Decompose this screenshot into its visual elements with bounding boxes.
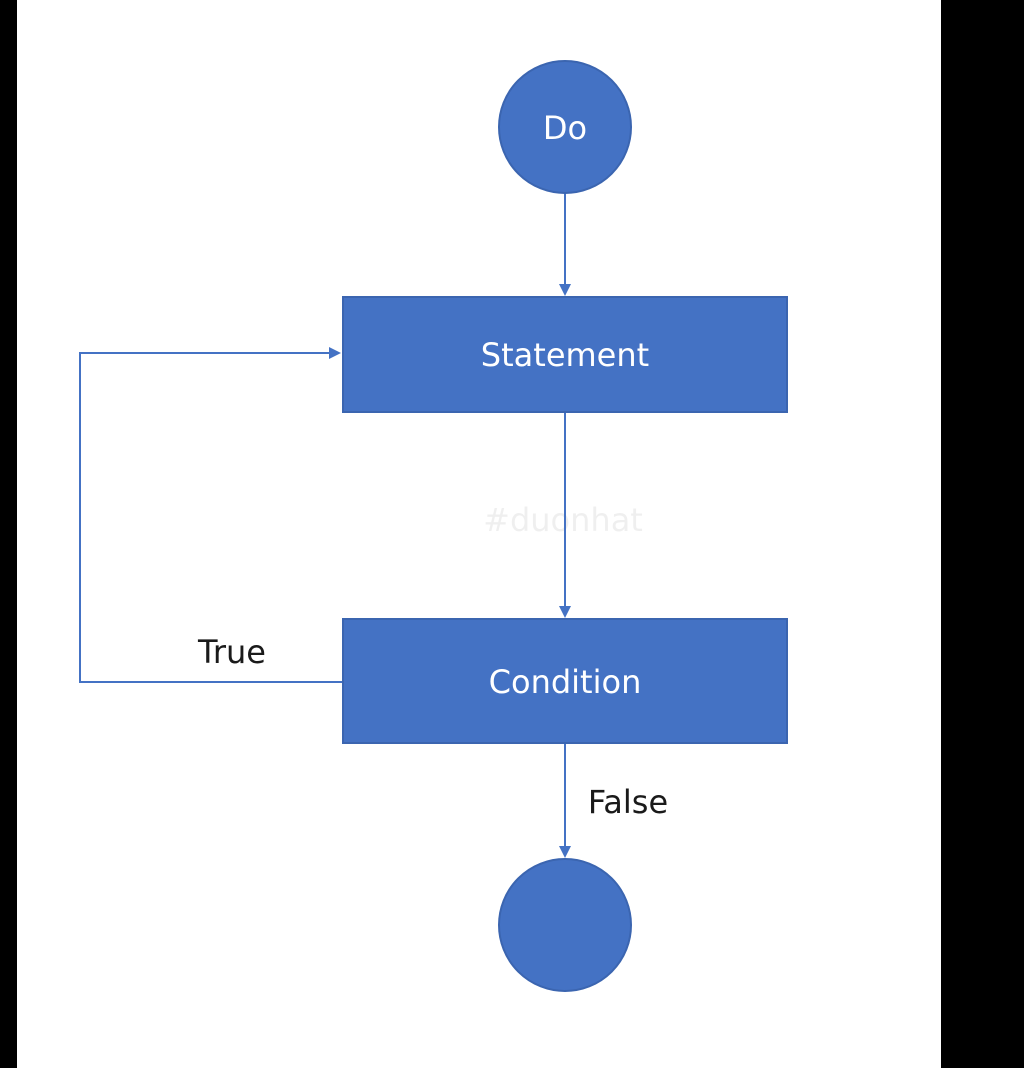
diagram-canvas bbox=[17, 0, 941, 1068]
condition-node-label: Condition bbox=[489, 663, 642, 701]
false-label: False bbox=[588, 783, 668, 821]
watermark-text: #duonhat bbox=[483, 501, 643, 539]
start-node: Do bbox=[498, 60, 632, 194]
edge-condition-to-statement-true bbox=[79, 347, 343, 683]
end-node bbox=[498, 858, 632, 992]
true-label: True bbox=[197, 633, 266, 671]
condition-node: Condition bbox=[342, 618, 788, 744]
statement-node-label: Statement bbox=[481, 336, 649, 374]
statement-node: Statement bbox=[342, 296, 788, 413]
start-node-label: Do bbox=[543, 109, 587, 147]
